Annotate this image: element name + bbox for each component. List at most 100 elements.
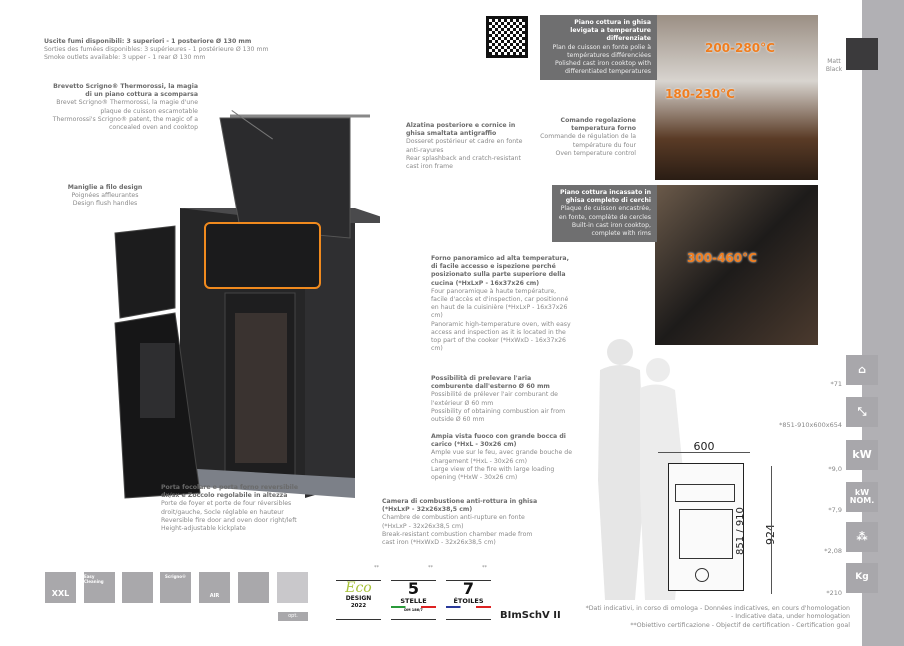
callout-en: Design flush handles [72, 200, 138, 208]
callout-en: Reversible fire door and oven door right… [161, 516, 297, 532]
width-dimension-line [658, 452, 750, 453]
callout-fr: Four panoramique à haute température, fa… [431, 287, 569, 320]
ecodesign-badge: Eco DESIGN 2022 [336, 580, 381, 620]
callout-fire-view: Ampia vista fuoco con grande bocca di ca… [431, 433, 576, 482]
callout-fr: Possibilité de prélever l'air comburant … [431, 391, 558, 407]
house-volume-icon: ⌂ [846, 355, 878, 385]
callout-oven: Forno panoramico ad alta temperatura, di… [431, 255, 571, 353]
wood-consumption-icon: ⁂ [846, 522, 878, 552]
badge-sub: STELLE [400, 597, 427, 605]
callout-it: Possibilità di prelevare l'aria comburen… [431, 375, 550, 391]
callout-it: Piano cottura incassato in ghisa complet… [559, 189, 651, 205]
callout-en: Rear splashback and cratch-resistant cas… [406, 154, 521, 170]
icon-label: XXL [51, 589, 70, 599]
callout-fr: Plan de cuisson en fonte polie à tempéra… [552, 43, 652, 59]
callout-chamber: Camera di combustione anti-rottura in gh… [382, 498, 542, 547]
callout-fr: Brevet Scrigno® Thermorossi, la magie d'… [56, 99, 198, 115]
touch-glass-icon [122, 572, 153, 603]
reversible-door-icon [277, 572, 308, 603]
callout-doors: Porta focolare e porta forno reversibile… [161, 484, 311, 533]
callout-fr: Commande de régulation de la température… [540, 133, 636, 149]
bimschv-label: BImSchV II [500, 610, 561, 621]
badge-mark: ** [482, 565, 487, 571]
icon-label: Scrigno® [164, 574, 187, 579]
callout-it: Porta focolare e porta forno reversibile… [161, 484, 299, 500]
badge-mark: ** [374, 565, 379, 571]
power-flame-icon: kW [846, 440, 878, 470]
callout-it: Alzatina posteriore e cornice in ghisa s… [406, 122, 516, 138]
height-dimension-line [771, 466, 772, 594]
badge-sub: DESIGN [345, 595, 372, 602]
spec-label: Kg [855, 572, 869, 583]
builtin-cooktop-photo: 300-460°C [655, 185, 818, 345]
callout-it: Forno panoramico ad alta temperatura, di… [431, 255, 569, 287]
callout-en: Panoramic high-temperature oven, with ea… [431, 320, 571, 353]
callout-it: Camera di combustione anti-rottura in gh… [382, 498, 538, 514]
badge-mark: ** [428, 565, 433, 571]
opt-label: opt. [278, 612, 308, 621]
primary-air-icon: AIR [199, 572, 230, 603]
callout-cooktop-builtin: Piano cottura incassato in ghisa complet… [552, 185, 657, 243]
temp-high: 200-280°C [705, 41, 775, 55]
cooktop-photo: 200-280°C 180-230°C [655, 15, 818, 180]
spec-weight: *210 [826, 589, 842, 597]
callout-it: Piano cottura in ghisa levigata a temper… [570, 19, 651, 43]
callout-scrigno: Brevetto Scrigno® Thermorossi, la magia … [50, 83, 198, 132]
callout-fr: Chambre de combustion anti-rupture en fo… [382, 514, 525, 530]
icon-label: Easy Cleaning [84, 574, 104, 585]
badge-note: DM 186/7 [391, 605, 436, 613]
footnote-3: **Obiettivo certificazione - Objectif de… [630, 621, 850, 629]
badge-sub: ÉTOILES [446, 597, 491, 608]
stove-illustration [114, 114, 380, 499]
smoke-outlets-text: Uscite fumi disponibili: 3 superiori - 1… [44, 38, 344, 63]
callout-cooktop-polished: Piano cottura in ghisa levigata a temper… [540, 15, 657, 81]
badge-name: Eco [345, 580, 372, 596]
callout-fr: Plaque de cuisson encastrée, en fonte, c… [558, 205, 651, 221]
callout-en: Built-in cast iron cooktop, complete wit… [571, 221, 651, 237]
etoiles-badge: 7 ÉTOILES [446, 580, 491, 620]
smoke-outlets-fr: Sorties des fumées disponibles: 3 supéri… [44, 46, 269, 54]
footnotes: *Dati indicativi, in corso di omologa - … [575, 605, 850, 630]
temp-builtin: 300-460°C [687, 251, 757, 265]
spec-label: kW [852, 447, 872, 461]
weight-icon: Kg [846, 563, 878, 593]
callout-it: Maniglie a filo design [67, 184, 143, 191]
smoke-outlets-en: Smoke outlets available: 3 upper - 1 rea… [44, 54, 206, 62]
elephant-xxl-icon: XXL [45, 572, 76, 603]
easy-cleaning-icon: Easy Cleaning [84, 572, 115, 603]
footnote-2: - Indicative data, under homologation [731, 613, 850, 621]
callout-en: Large view of the fire with large loadin… [431, 465, 555, 481]
stove-drawing [668, 463, 744, 591]
callout-it: Brevetto Scrigno® Thermorossi, la magia … [53, 83, 198, 99]
drawing-width: 600 [693, 440, 715, 453]
callout-fr: Porte de foyer et porte de four réversib… [161, 500, 292, 516]
callout-fr: Dosseret postérieur et cadre en fonte an… [406, 138, 523, 154]
callout-en: Break-resistant combustion chamber made … [382, 530, 533, 546]
callout-handles: Maniglie a filo design Poignées affleura… [50, 184, 160, 209]
dimensions-icon: ⤡ [846, 397, 878, 427]
badge-name: 7 [462, 579, 475, 598]
callout-fr: Ample vue sur le feu, avec grande bouche… [431, 449, 573, 465]
spec-dimensions: *851-910x600x654 [779, 421, 842, 429]
callout-en: Possibility of obtaining combustion air … [431, 407, 566, 423]
color-swatch-matt-black[interactable] [846, 38, 878, 70]
smoke-outlets-it: Uscite fumi disponibili: 3 superiori - 1… [44, 38, 252, 45]
badge-year: 2022 [350, 602, 367, 609]
callout-it: Comando regolazione temperatura forno [560, 117, 636, 133]
callout-fr: Poignées affleurantes [71, 192, 139, 200]
icon-label: AIR [209, 593, 220, 600]
callout-it: Ampia vista fuoco con grande bocca di ca… [431, 433, 566, 449]
callout-air: Possibilità di prelevare l'aria comburen… [431, 375, 571, 424]
callout-splashback: Alzatina posteriore e cornice in ghisa s… [406, 122, 526, 171]
drawing-height-range: 851 / 910 [735, 507, 746, 555]
italy-map-icon [238, 572, 269, 603]
qr-code[interactable] [486, 16, 528, 58]
temp-low: 180-230°C [665, 87, 735, 101]
badge-name: 5 [407, 579, 420, 598]
callout-en: Oven temperature control [555, 149, 636, 157]
spec-volume: *71 [830, 380, 842, 388]
spec-power: *9,0 [828, 465, 842, 473]
callout-en: Polished cast iron cooktop with differen… [555, 59, 651, 76]
spec-label: kW NOM. [849, 488, 875, 505]
nominal-power-icon: kW NOM. [846, 482, 878, 512]
